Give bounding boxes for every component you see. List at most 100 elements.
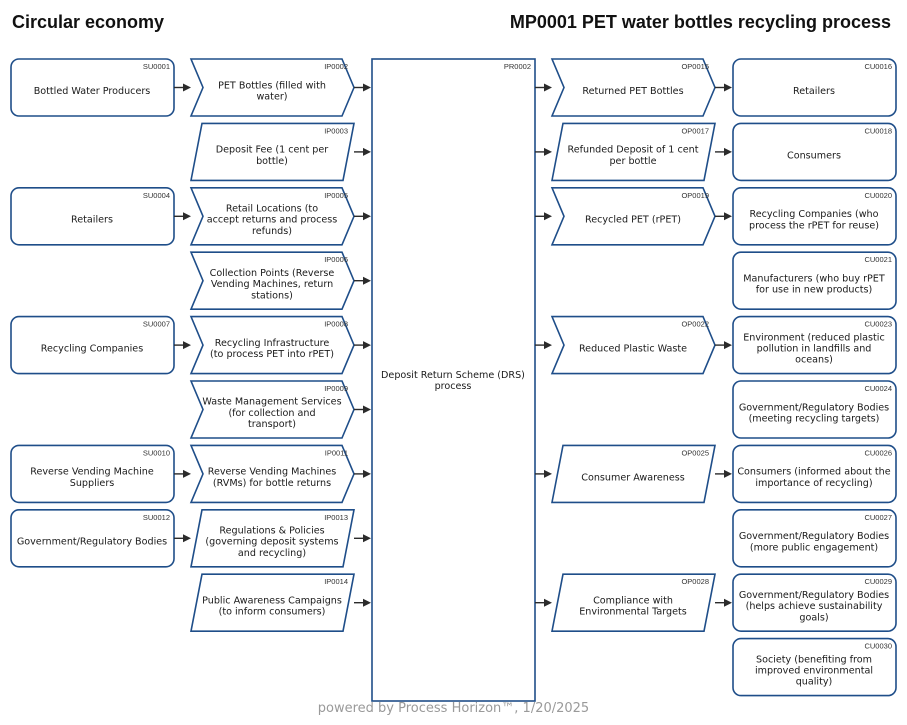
customer-box[interactable]: [732, 251, 897, 310]
input-process-connector: [354, 147, 371, 156]
supplier-label: Recycling Companies: [41, 344, 143, 355]
input-code: IP0011: [325, 448, 348, 457]
input-shape[interactable]: [189, 251, 355, 311]
process-label: Deposit Return Scheme (DRS)process: [381, 370, 525, 392]
output-shape[interactable]: [550, 58, 716, 117]
supplier-input-connector: [174, 212, 191, 221]
supplier-input-connector: [174, 341, 191, 350]
output-label: Returned PET Bottles: [582, 86, 683, 97]
supplier-code: SU0012: [143, 513, 170, 522]
customer-code: CU0023: [864, 320, 892, 329]
input-label: Public Awareness Campaigns(to inform con…: [202, 596, 342, 618]
input-process-connector: [354, 469, 371, 478]
input-shape[interactable]: [190, 122, 355, 182]
input-shape[interactable]: [190, 573, 355, 633]
input-process-connector: [354, 598, 371, 607]
customer-box[interactable]: [732, 573, 897, 633]
customer-label: Government/Regulatory Bodies(more public…: [739, 531, 889, 553]
input-process-connector: [354, 405, 371, 414]
output-customer-connector: [715, 147, 732, 156]
output-customer-connector: [715, 83, 732, 92]
input-shape[interactable]: [189, 444, 355, 504]
process-box[interactable]: [371, 58, 536, 702]
output-shape[interactable]: [551, 444, 716, 504]
input-shape[interactable]: [189, 315, 355, 375]
output-customer-connector: [715, 341, 732, 350]
customer-box[interactable]: [732, 637, 897, 697]
input-label: Recycling Infrastructure(to process PET …: [210, 338, 334, 360]
customer-label: Government/Regulatory Bodies(helps achie…: [739, 590, 889, 623]
output-shape[interactable]: [551, 122, 716, 182]
input-shape[interactable]: [189, 380, 355, 439]
customer-code: CU0018: [864, 126, 892, 135]
customer-box[interactable]: [732, 315, 897, 375]
process-output-connector: [535, 212, 552, 221]
supplier-code: SU0004: [143, 191, 170, 200]
output-code: OP0022: [681, 320, 709, 329]
customer-box[interactable]: [732, 380, 897, 439]
footer-credit: powered by Process Horizon™, 1/20/2025: [317, 701, 590, 716]
input-code: IP0014: [324, 577, 348, 586]
output-shape[interactable]: [551, 573, 716, 633]
input-code: IP0013: [324, 513, 348, 522]
customer-code: CU0021: [864, 255, 892, 264]
output-code: OP0017: [681, 126, 709, 135]
input-shape[interactable]: [189, 58, 355, 117]
output-shape[interactable]: [550, 315, 716, 375]
process-output-connector: [535, 147, 552, 156]
customer-box[interactable]: [732, 58, 897, 117]
process-output-connector: [535, 341, 552, 350]
customer-box[interactable]: [732, 508, 897, 568]
customer-box[interactable]: [732, 444, 897, 504]
process-map-title: MP0001 PET water bottles recycling proce…: [509, 12, 891, 32]
supplier-input-connector: [174, 83, 191, 92]
output-shape[interactable]: [550, 187, 716, 246]
customer-code: CU0016: [864, 62, 892, 71]
supplier-code: SU0010: [143, 448, 170, 457]
input-code: IP0009: [324, 384, 348, 393]
input-shape[interactable]: [189, 187, 355, 246]
input-shape[interactable]: [190, 508, 355, 568]
output-label: Reduced Plastic Waste: [579, 344, 687, 355]
customer-box[interactable]: [732, 187, 897, 246]
process-output-connector: [535, 83, 552, 92]
customer-box[interactable]: [732, 122, 897, 182]
